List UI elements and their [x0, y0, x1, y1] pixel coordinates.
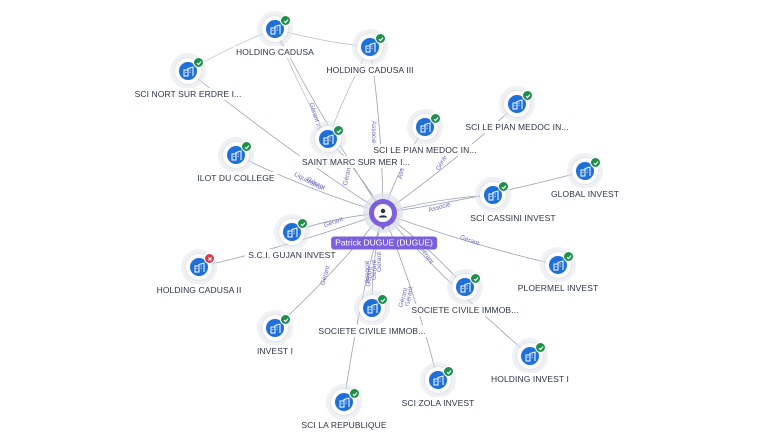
check-badge-icon — [535, 342, 546, 353]
check-badge-icon — [375, 33, 386, 44]
person-label[interactable]: Patrick DUGUE (DUGUE) — [331, 236, 437, 250]
edge-ploermel-invest — [382, 212, 559, 266]
edge-sci-zola-invest — [382, 212, 439, 381]
building-icon — [266, 319, 284, 337]
company-label[interactable]: INVEST I — [253, 345, 297, 357]
building-icon — [227, 146, 245, 164]
building-icon — [576, 162, 594, 180]
company-label[interactable]: GLOBAL INVEST — [547, 188, 623, 200]
check-badge-icon — [498, 181, 509, 192]
check-badge-icon — [349, 388, 360, 399]
building-icon — [456, 278, 474, 296]
company-label[interactable]: SCI LE PIAN MEDOC IN... — [462, 121, 572, 133]
check-badge-icon — [297, 218, 308, 229]
company-label[interactable]: SCI ZOLA INVEST — [398, 397, 478, 409]
edge-label: Gérant — [342, 165, 353, 186]
company-label[interactable]: SCI LA REPUBLIQUE — [298, 419, 390, 431]
map-pin-tip — [379, 224, 387, 230]
building-icon — [508, 95, 526, 113]
check-badge-icon — [193, 57, 204, 68]
building-icon — [416, 118, 434, 136]
check-badge-icon — [470, 273, 481, 284]
check-badge-icon — [280, 314, 291, 325]
edge-label: Gérant — [320, 265, 332, 286]
edge-label: Associé — [428, 201, 452, 214]
building-icon — [363, 299, 381, 317]
building-icon — [283, 223, 301, 241]
check-badge-icon — [522, 90, 533, 101]
check-badge-icon — [590, 157, 601, 168]
cross-badge-icon — [204, 253, 215, 264]
person-icon — [379, 208, 387, 218]
company-label[interactable]: HOLDING CADUSA III — [323, 64, 417, 76]
check-badge-icon — [443, 366, 454, 377]
company-label[interactable]: HOLDING CADUSA II — [153, 284, 245, 296]
company-label[interactable]: SCI LE PIAN MEDOC IN... — [370, 144, 480, 156]
company-label[interactable]: PLOERMEL INVEST — [514, 282, 602, 294]
company-label[interactable]: S.C.I. GUJAN INVEST — [245, 249, 339, 261]
edge-sci-le-pian-medoc-1 — [382, 103, 518, 214]
company-label[interactable]: SOCIETE CIVILE IMMOB... — [315, 325, 429, 337]
edge-label: Gérant — [371, 260, 378, 280]
company-label[interactable]: SCI NORT SUR ERDRE I... — [131, 88, 245, 100]
building-icon — [179, 62, 197, 80]
building-icon — [484, 186, 502, 204]
building-icon — [335, 393, 353, 411]
company-label[interactable]: HOLDING CADUSA — [233, 46, 317, 58]
building-icon — [266, 20, 284, 38]
check-badge-icon — [280, 15, 291, 26]
edge-label: Associé — [370, 121, 377, 144]
check-badge-icon — [241, 141, 252, 152]
edge-label: Gérant — [404, 286, 414, 307]
edge-label: Gérant — [398, 287, 410, 308]
check-badge-icon — [333, 125, 344, 136]
check-badge-icon — [430, 113, 441, 124]
edge-label: Gérant — [376, 252, 383, 272]
building-icon — [319, 130, 337, 148]
edge-label: Associé — [364, 260, 371, 283]
map-pin-icon — [369, 199, 397, 227]
edge-label: Gérant — [459, 234, 480, 247]
building-icon — [549, 256, 567, 274]
company-label[interactable]: ILOT DU COLLEGE — [194, 172, 278, 184]
building-icon — [190, 258, 208, 276]
check-badge-icon — [563, 251, 574, 262]
building-icon — [521, 347, 539, 365]
building-icon — [429, 371, 447, 389]
edge-label: Gérant — [365, 266, 374, 287]
check-badge-icon — [377, 294, 388, 305]
company-label[interactable]: SCI CASSINI INVEST — [467, 212, 559, 224]
company-label[interactable]: HOLDING INVEST I — [488, 373, 572, 385]
company-label[interactable]: SOCIETE CIVILE IMMOB... — [408, 304, 522, 316]
company-label[interactable]: SAINT MARC SUR MER I... — [299, 156, 413, 168]
building-icon — [361, 38, 379, 56]
